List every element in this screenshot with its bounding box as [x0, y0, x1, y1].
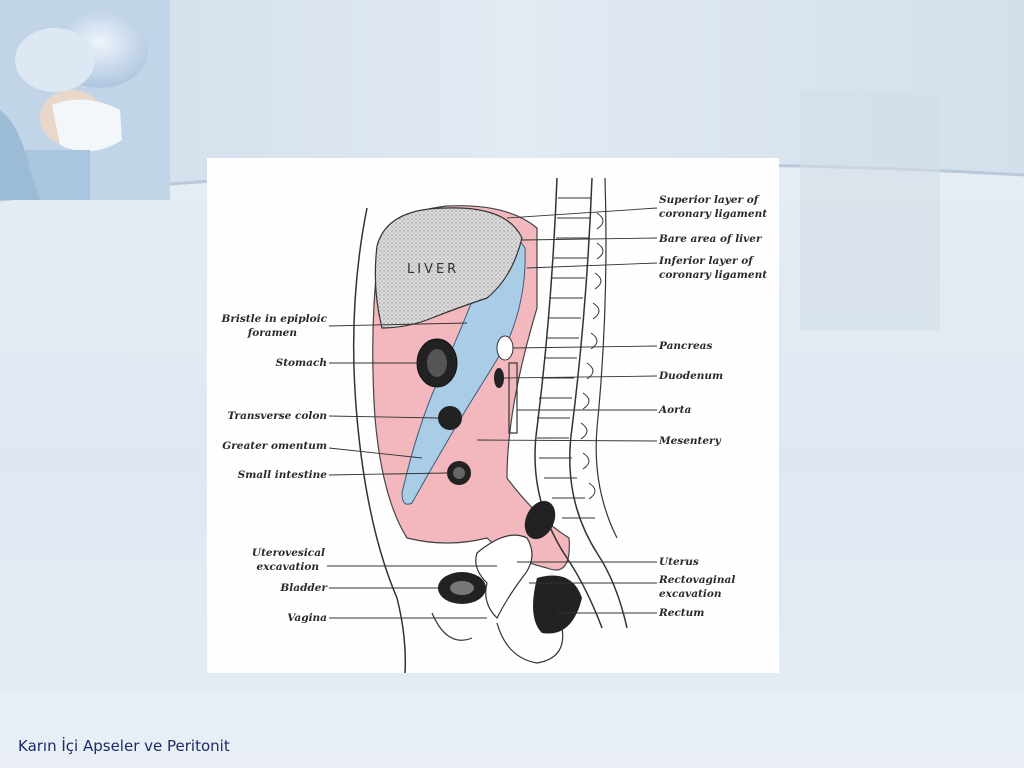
- label-rectovaginal: Rectovaginal: [658, 574, 735, 586]
- label-stomach: Stomach: [276, 357, 327, 369]
- label-uterovesical-2: excavation: [256, 561, 319, 573]
- sigmoid: [524, 500, 556, 540]
- label-bladder: Bladder: [279, 582, 328, 594]
- liver-label: LIVER: [407, 262, 459, 277]
- liver: [374, 207, 523, 329]
- vagina: [496, 622, 564, 664]
- label-transverse-colon: Transverse colon: [227, 410, 327, 422]
- label-aorta: Aorta: [658, 404, 692, 416]
- sagittal-peritoneum-diagram: LIVER: [221, 177, 767, 674]
- label-rectum: Rectum: [658, 607, 704, 619]
- diagram-panel: LIVER: [207, 158, 779, 674]
- pancreas: [496, 335, 514, 361]
- rectum: [533, 575, 582, 634]
- label-inferior-layer-2: coronary ligament: [659, 269, 767, 281]
- label-uterovesical: Uterovesical: [252, 547, 325, 559]
- label-vagina: Vagina: [287, 612, 327, 624]
- label-mesentery: Mesentery: [658, 435, 722, 447]
- label-duodenum: Duodenum: [658, 370, 723, 382]
- uterus: [475, 534, 533, 620]
- label-superior-layer-2: coronary ligament: [659, 208, 767, 220]
- anterior-body-wall: [352, 207, 407, 674]
- label-rectovaginal-2: excavation: [659, 588, 722, 600]
- label-uterus: Uterus: [659, 556, 699, 568]
- label-small-intestine: Small intestine: [238, 469, 328, 481]
- vertebral-column: [534, 177, 628, 629]
- aorta: [508, 362, 518, 434]
- label-superior-layer: Superior layer of: [659, 194, 761, 206]
- label-inferior-layer: Inferior layer of: [658, 255, 755, 267]
- label-bare-area: Bare area of liver: [658, 233, 763, 245]
- label-bristle-2: foramen: [247, 327, 297, 339]
- duodenum: [494, 368, 504, 388]
- label-pancreas: Pancreas: [658, 340, 712, 352]
- label-greater-omentum: Greater omentum: [222, 440, 327, 452]
- surgeon-photo: [0, 0, 170, 200]
- label-bristle: Bristle in epiploic: [221, 313, 328, 325]
- transverse-colon: [438, 406, 462, 430]
- slide-footer-title: Karın İçi Apseler ve Peritonit: [18, 737, 230, 755]
